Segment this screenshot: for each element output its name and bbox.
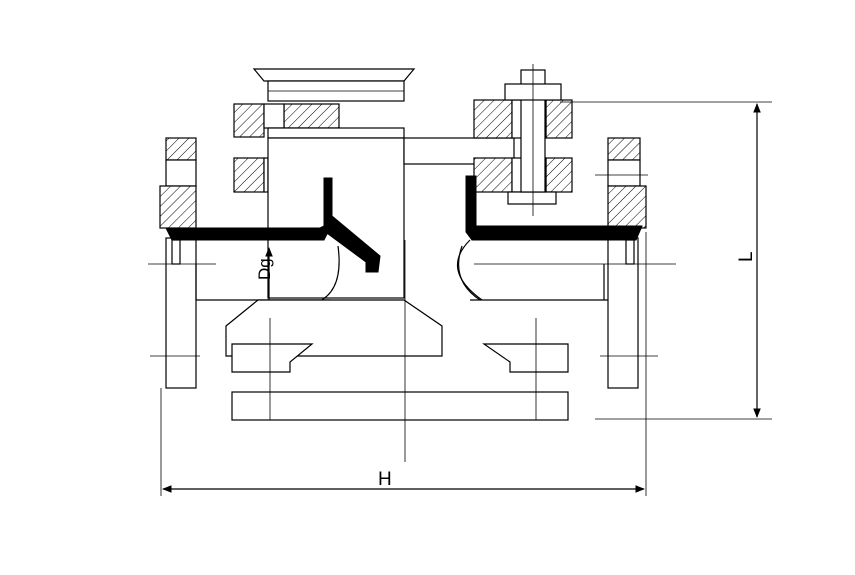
dimension-l: L [560, 101, 772, 420]
label-dg: Dg [255, 258, 274, 280]
label-l: L [736, 251, 757, 262]
right-gland [473, 69, 573, 205]
bonnet [267, 127, 515, 299]
label-h: H [378, 469, 392, 490]
dimension-dg: Dg [255, 247, 274, 300]
top-cap [252, 68, 416, 102]
dimension-h: H [160, 232, 647, 496]
seat [225, 299, 569, 421]
center-lines [148, 64, 676, 462]
seal-rings [165, 175, 643, 273]
left-flange [159, 137, 197, 389]
